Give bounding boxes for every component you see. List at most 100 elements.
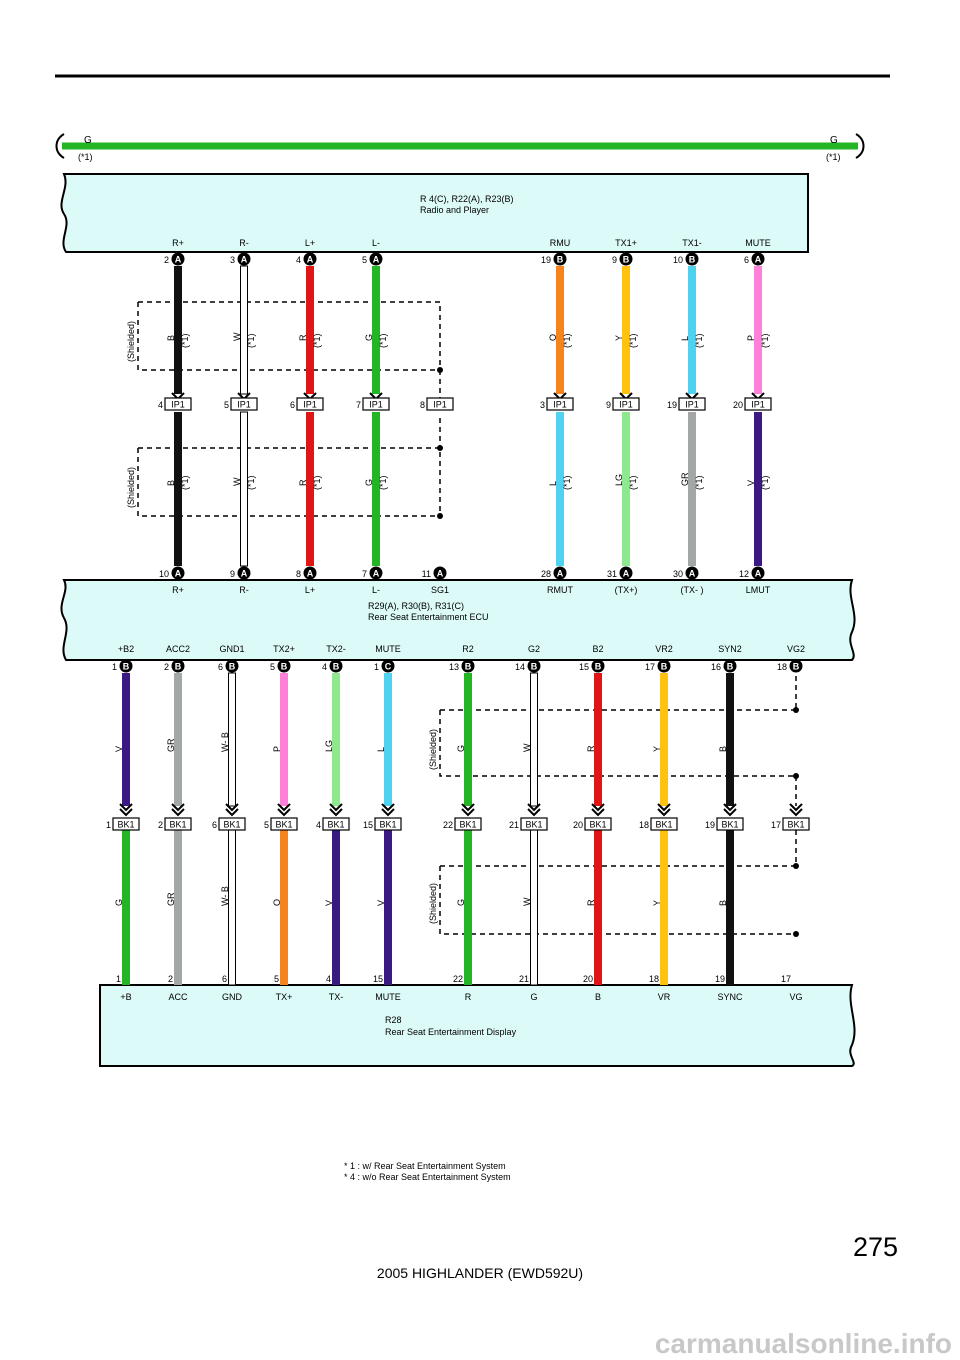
radio-pin (685, 252, 699, 266)
bk1-pin-number: 18 (639, 820, 649, 830)
lower-wire-top (384, 673, 392, 806)
display-terminal-name: R (465, 992, 472, 1002)
bk1-connector-label: BK1 (589, 820, 606, 830)
ip1-connector-label: IP1 (369, 400, 383, 410)
wire-color-code: B (718, 900, 728, 906)
note-line: * 1 : w/ Rear Seat Entertainment System (344, 1161, 506, 1171)
ecu-pin-number: 16 (711, 662, 721, 672)
ground-left-label: G (84, 135, 92, 146)
bk1-connector-label: BK1 (721, 820, 738, 830)
ecu-pin-letter: B (661, 662, 668, 672)
ip1-pin-number: 3 (540, 400, 545, 410)
ip1-connector-label: IP1 (553, 400, 567, 410)
page-number: 275 (852, 1232, 898, 1262)
wire-color-code: P (272, 746, 282, 752)
wire-color-code: B (718, 746, 728, 752)
ecu-pin (657, 659, 671, 673)
ip1-connector (678, 397, 706, 411)
upper-wire-bottom (306, 412, 314, 566)
ecu-pin-letter: A (373, 569, 380, 579)
ecu-terminal-name: B2 (592, 644, 603, 654)
bk1-connector-label: BK1 (117, 820, 134, 830)
ecu-terminal-name: (TX+) (615, 585, 638, 595)
lower-wire-bottom (228, 829, 236, 986)
wire-note: (*1) (760, 333, 770, 348)
ecu-pin-number: 6 (218, 662, 223, 672)
ecu-terminal-name: TX2+ (273, 644, 295, 654)
radio-pin-number: 3 (230, 255, 235, 265)
ecu-pin-number: 2 (164, 662, 169, 672)
wire-color-code: Y (652, 900, 662, 906)
ip1-connector-label: IP1 (171, 400, 185, 410)
radio-pin-letter: B (557, 255, 564, 265)
bk1-connector (584, 817, 612, 831)
wire-note: (*1) (378, 333, 388, 348)
radio-pin-letter: B (623, 255, 630, 265)
wire-note: (*1) (562, 475, 572, 490)
ground-right-note: (*1) (826, 152, 841, 162)
radio-pin-letter: A (755, 255, 762, 265)
wire-color-code: L (548, 481, 558, 486)
radio-terminal-name: MUTE (745, 238, 771, 248)
ecu-pin-number: 28 (541, 569, 551, 579)
ecu-pin-number: 8 (296, 569, 301, 579)
ecu-pin (171, 659, 185, 673)
ecu-pin-letter: B (175, 662, 182, 672)
ecu-title-line1: R29(A), R30(B), R31(C) (368, 601, 464, 611)
upper-wire-top (372, 266, 380, 394)
display-pin-number: 17 (781, 974, 791, 984)
bk1-connector-label: BK1 (275, 820, 292, 830)
bk1-connector-label: BK1 (787, 820, 804, 830)
wire-note: (*1) (694, 475, 704, 490)
ecu-pin (789, 659, 803, 673)
ip1-pin-number: 19 (667, 400, 677, 410)
shield-label: (Shielded) (428, 729, 438, 770)
wire-color-code: LG (614, 474, 624, 486)
wire-color-code: R (586, 899, 596, 906)
ip1-connector (612, 397, 640, 411)
ip1-connector (362, 397, 390, 411)
wire-note: (*1) (378, 475, 388, 490)
bk1-connector (650, 817, 678, 831)
ecu-pin-number: 18 (777, 662, 787, 672)
wire-note: (*1) (180, 475, 190, 490)
ip1-connector (296, 397, 324, 411)
ecu-pin (329, 659, 343, 673)
ecu-terminal-name: G2 (528, 644, 540, 654)
wire-color-code: G (456, 899, 466, 906)
bk1-connector-label: BK1 (655, 820, 672, 830)
ecu-pin-number: 7 (362, 569, 367, 579)
bk1-pin-number: 2 (158, 820, 163, 830)
display-title-line1: R28 (385, 1015, 402, 1025)
ip1-pin-number: 8 (420, 400, 425, 410)
ecu-pin-letter: A (623, 569, 630, 579)
ecu-terminal-name: R2 (462, 644, 474, 654)
ecu-pin-letter: B (727, 662, 734, 672)
ecu-pin (591, 659, 605, 673)
connector-arrow-icon (591, 803, 605, 817)
bk1-pin-number: 17 (771, 820, 781, 830)
connector-arrow-icon (329, 803, 343, 817)
display-pin-number: 18 (649, 974, 659, 984)
lower-wire-top (280, 673, 288, 806)
ecu-terminal-name: R- (239, 585, 249, 595)
wire-color-code: B (166, 335, 176, 341)
ip1-connector-label: IP1 (237, 400, 251, 410)
lower-wire-top (332, 673, 340, 806)
bk1-connector-label: BK1 (459, 820, 476, 830)
watermark: carmanualsonline.info (654, 1328, 952, 1359)
wire-color-code: O (272, 899, 282, 906)
bk1-pin-number: 19 (705, 820, 715, 830)
display-pin-number: 6 (222, 974, 227, 984)
bk1-pin-number: 6 (212, 820, 217, 830)
ip1-connector (426, 397, 454, 411)
ecu-pin-number: 4 (322, 662, 327, 672)
upper-wire-bottom (688, 412, 696, 566)
ecu-pin-letter: A (557, 569, 564, 579)
ecu-terminal-name: L- (372, 585, 380, 595)
upper-wire-bottom (754, 412, 762, 566)
radio-pin (171, 252, 185, 266)
ecu-pin (527, 659, 541, 673)
shield-label: (Shielded) (428, 883, 438, 924)
ecu-pin-letter: B (465, 662, 472, 672)
